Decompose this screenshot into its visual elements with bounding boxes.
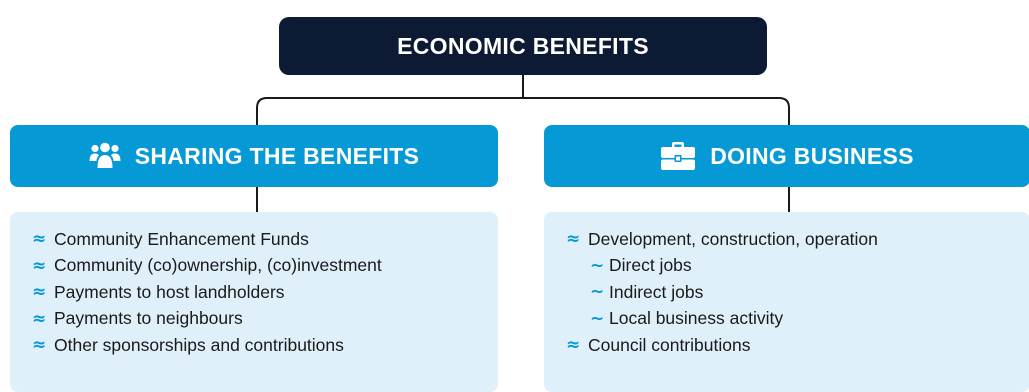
connector-lines bbox=[256, 75, 790, 212]
diagram-title: ECONOMIC BENEFITS bbox=[397, 32, 649, 59]
bullet-icon: ≈ bbox=[32, 229, 47, 250]
doing-business-header: DOING BUSINESS bbox=[544, 125, 1029, 187]
list-item-text: Payments to host landholders bbox=[54, 281, 285, 302]
sub-bullet-icon: ~ bbox=[590, 308, 605, 329]
sharing-benefits-header: SHARING THE BENEFITS bbox=[10, 125, 498, 187]
list-item: ≈ Payments to host landholders bbox=[32, 279, 498, 306]
list-item: ≈ Payments to neighbours bbox=[32, 306, 498, 333]
list-item-text: Community Enhancement Funds bbox=[54, 228, 309, 249]
bullet-icon: ≈ bbox=[32, 308, 47, 329]
list-subitem: ~ Local business activity bbox=[566, 306, 1029, 333]
sharing-benefits-list: ≈ Community Enhancement Funds ≈ Communit… bbox=[10, 212, 498, 392]
list-subitem: ~ Direct jobs bbox=[566, 253, 1029, 280]
list-item: ≈ Community Enhancement Funds bbox=[32, 226, 498, 253]
bullet-icon: ≈ bbox=[32, 282, 47, 303]
list-item-text: Indirect jobs bbox=[609, 281, 704, 302]
bullet-icon: ≈ bbox=[32, 335, 47, 356]
people-group-icon bbox=[89, 142, 121, 170]
bullet-icon: ≈ bbox=[32, 255, 47, 276]
list-item-text: Local business activity bbox=[609, 308, 784, 329]
list-item: ≈ Community (co)ownership, (co)investmen… bbox=[32, 253, 498, 280]
economic-benefits-title: ECONOMIC BENEFITS bbox=[279, 17, 767, 75]
list-item-text: Direct jobs bbox=[609, 255, 692, 276]
list-item: ≈ Council contributions bbox=[566, 332, 1029, 359]
briefcase-icon bbox=[660, 141, 696, 171]
sub-bullet-icon: ~ bbox=[590, 255, 605, 276]
bullet-icon: ≈ bbox=[566, 229, 581, 250]
list-item-text: Other sponsorships and contributions bbox=[54, 334, 344, 355]
list-item-text: Development, construction, operation bbox=[588, 228, 878, 249]
doing-business-list: ≈ Development, construction, operation ~… bbox=[544, 212, 1029, 392]
bullet-icon: ≈ bbox=[566, 335, 581, 356]
sub-bullet-icon: ~ bbox=[590, 282, 605, 303]
list-item: ≈ Development, construction, operation bbox=[566, 226, 1029, 253]
list-item-text: Payments to neighbours bbox=[54, 308, 243, 329]
list-item: ≈ Other sponsorships and contributions bbox=[32, 332, 498, 359]
list-item-text: Council contributions bbox=[588, 334, 751, 355]
branch-title: SHARING THE BENEFITS bbox=[134, 142, 420, 169]
list-subitem: ~ Indirect jobs bbox=[566, 279, 1029, 306]
branch-title: DOING BUSINESS bbox=[710, 142, 914, 169]
list-item-text: Community (co)ownership, (co)investment bbox=[54, 255, 382, 276]
